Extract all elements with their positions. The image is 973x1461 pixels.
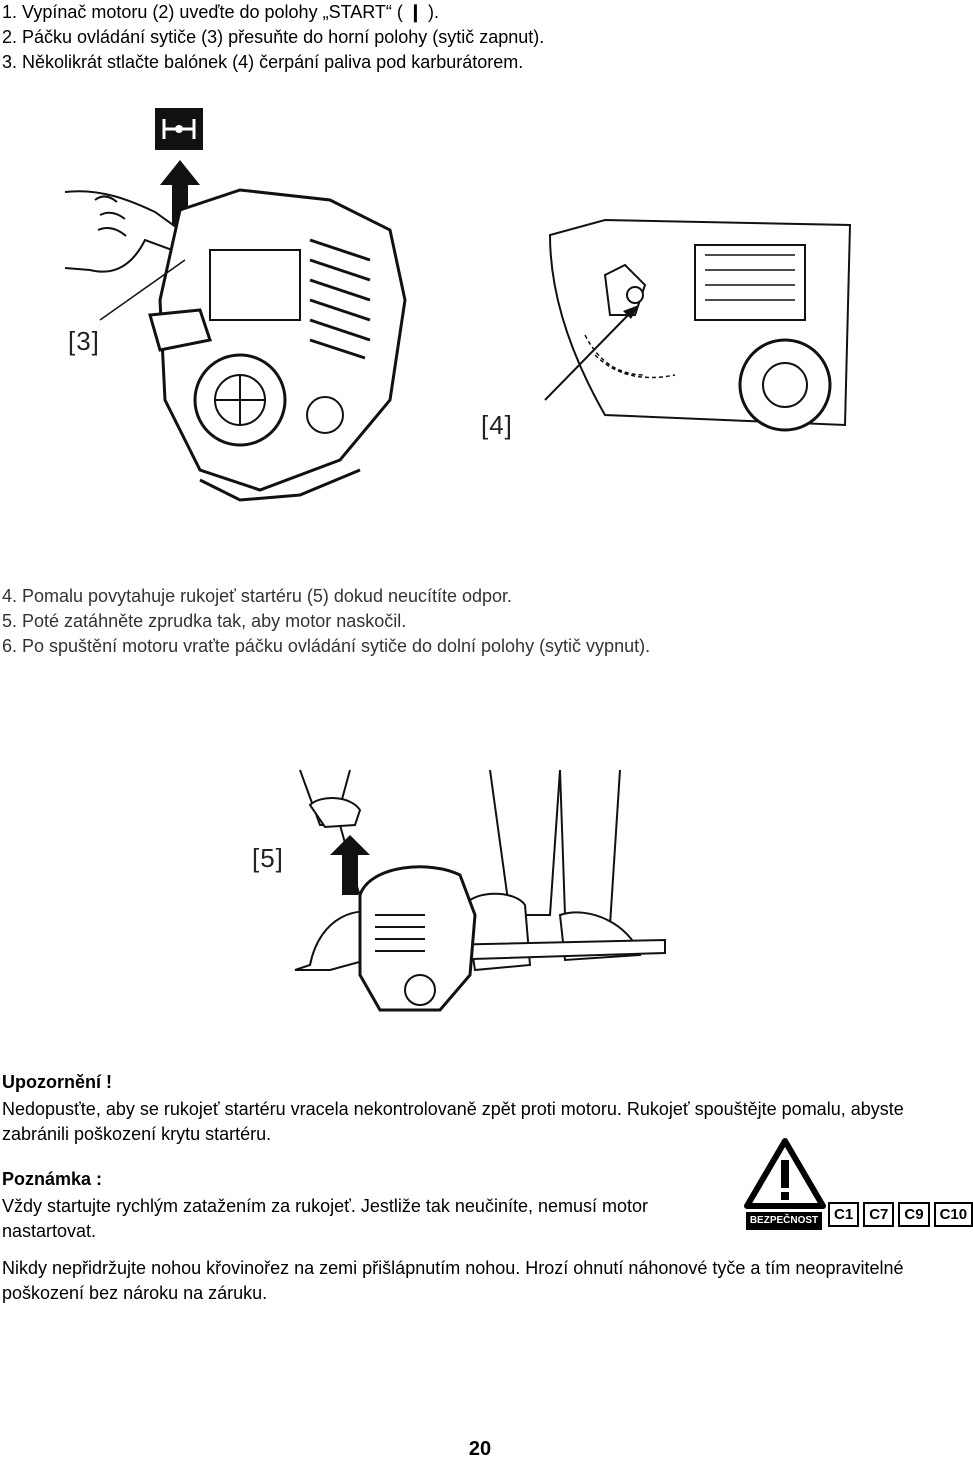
primer-bulb-illustration (544, 218, 852, 432)
final-warning-text: Nikdy nepřidržujte nohou křovinořez na z… (2, 1258, 904, 1303)
safety-code: C10 (933, 1202, 973, 1227)
figure-label-starter: [5] (252, 843, 284, 873)
step-1: 1. Vypínač motoru (2) uveďte do polohy „… (2, 2, 439, 22)
figure-label-choke: [3] (68, 326, 100, 356)
steps-list-mid: 4. Pomalu povytahuje rukojeť startéru (5… (2, 584, 650, 659)
step-2: 2. Páčku ovládání sytiče (3) přesuňte do… (2, 27, 545, 47)
step-4: 4. Pomalu povytahuje rukojeť startéru (5… (2, 586, 513, 606)
safety-code: C9 (898, 1202, 930, 1227)
page-number: 20 (468, 1438, 492, 1460)
warning-text: Nedopusťte, aby se rukojeť startéru vrac… (2, 1099, 904, 1144)
note-text: Vždy startujte rychlým zatažením za ruko… (2, 1196, 649, 1241)
steps-list-top: 1. Vypínač motoru (2) uveďte do polohy „… (2, 0, 544, 75)
safety-codes: C1 C7 C9 C10 (828, 1202, 973, 1227)
warning-title: Upozornění ! (2, 1072, 112, 1092)
choke-symbol-icon (155, 108, 203, 150)
safety-code: C7 (863, 1202, 895, 1227)
figure-label-primer: [4] (481, 410, 513, 440)
engine-choke-illustration (64, 108, 407, 502)
arrow-up-icon (160, 160, 200, 225)
safety-tag: BEZPEČNOST (746, 1212, 822, 1230)
warning-triangle-icon (744, 1138, 826, 1209)
note-title: Poznámka : (2, 1169, 103, 1189)
starter-pull-illustration (294, 769, 666, 1012)
safety-code: C1 (828, 1202, 860, 1227)
step-6: 6. Po spuštění motoru vraťte páčku ovlád… (2, 636, 651, 656)
step-5: 5. Poté zatáhněte zprudka tak, aby motor… (2, 611, 407, 631)
step-3: 3. Několikrát stlačte balónek (4) čerpán… (2, 52, 524, 72)
